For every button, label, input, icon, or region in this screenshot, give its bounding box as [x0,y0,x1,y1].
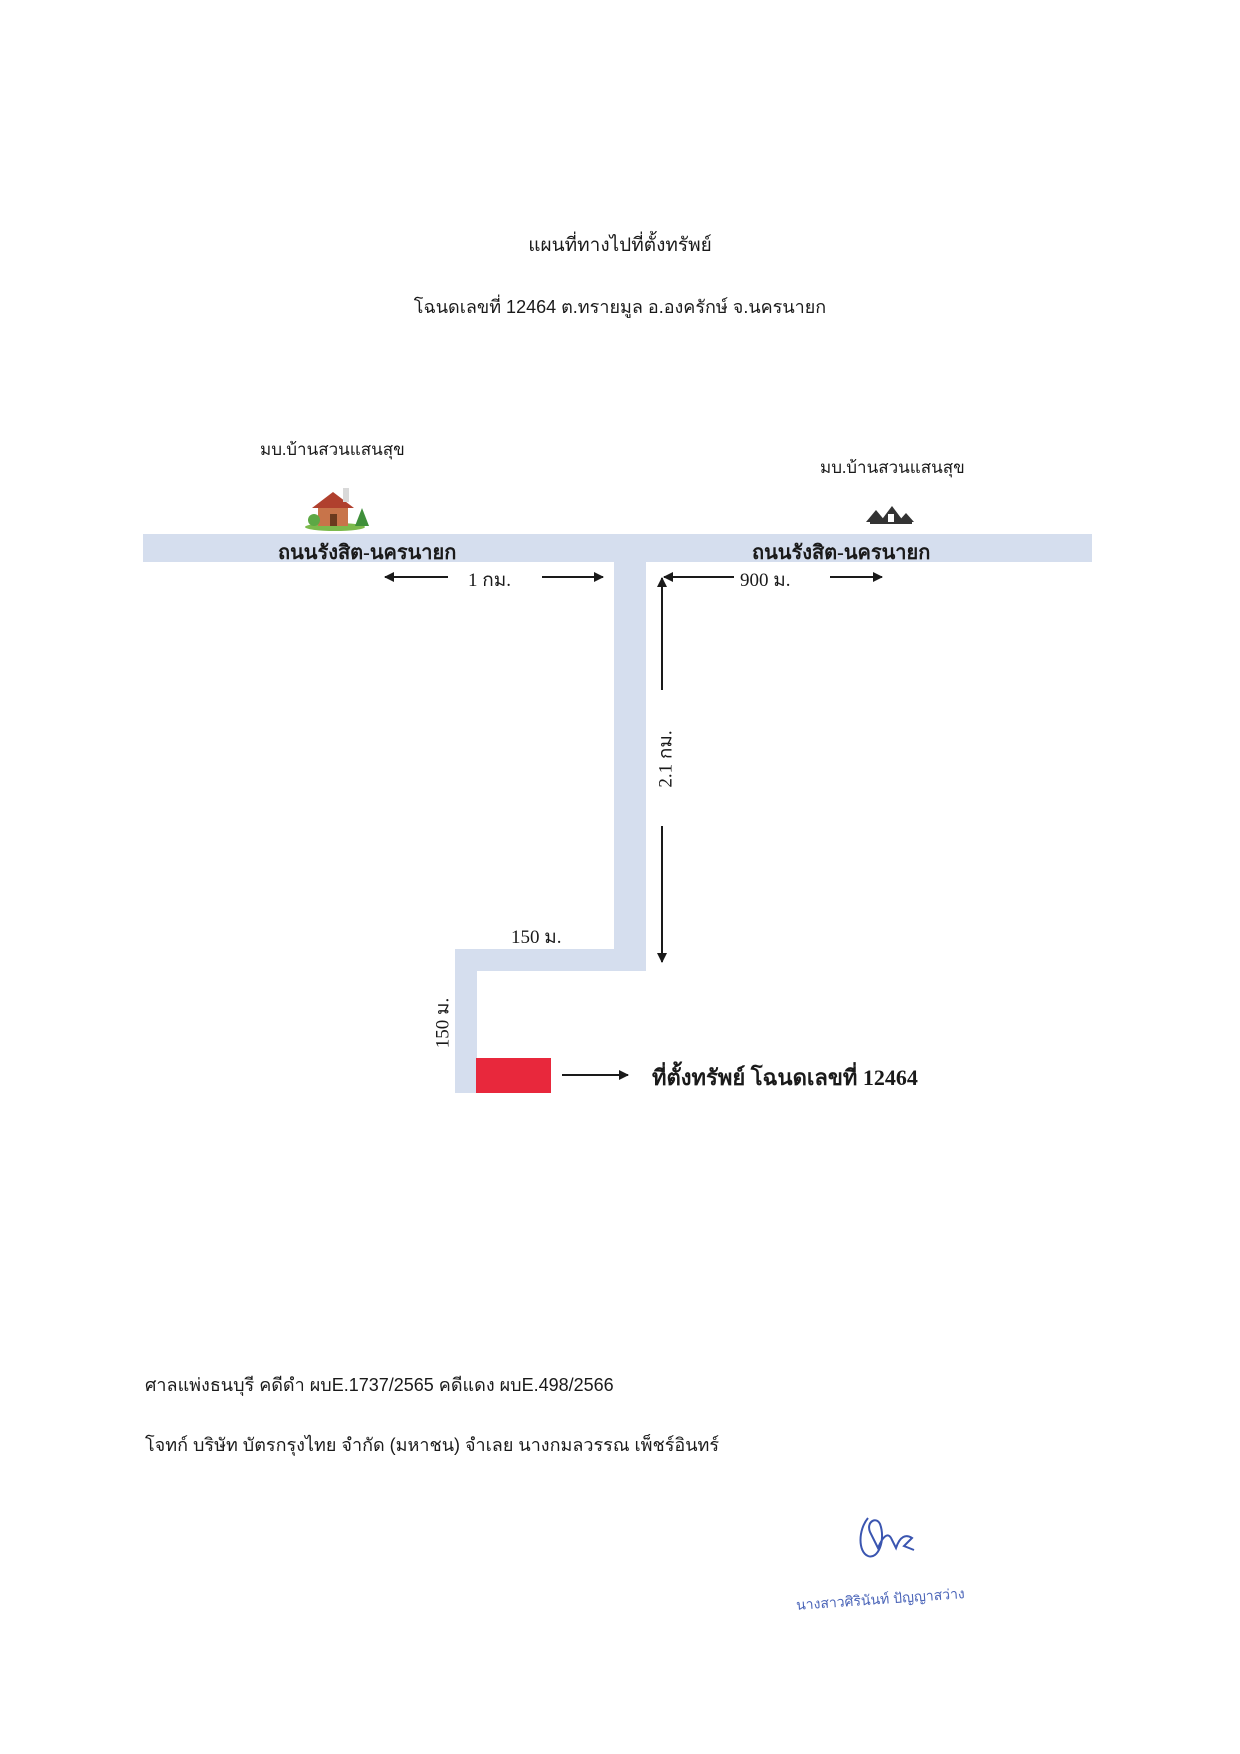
branch-road-vertical [455,949,477,1093]
village-label-left: มบ.บ้านสวนแสนสุข [260,440,405,459]
property-marker [476,1058,551,1093]
main-road [143,534,1092,562]
side-road [614,562,646,971]
court-case-line: ศาลแพ่งธนบุรี คดีดำ ผบE.1737/2565 คดีแดง… [145,1375,614,1395]
road-label-left: ถนนรังสิต-นครนายก [278,542,457,564]
branch-road-horizontal [455,949,646,971]
village-icon [866,506,914,524]
page-subtitle: โฉนดเลขที่ 12464 ต.ทรายมูล อ.องครักษ์ จ.… [413,297,827,317]
house-icon [305,488,369,531]
property-label: ที่ตั้งทรัพย์ โฉนดเลขที่ 12464 [652,1065,918,1090]
road-label-right: ถนนรังสิต-นครนายก [752,542,931,564]
page-title: แผนที่ทางไปที่ตั้งทรัพย์ [528,235,712,256]
distance-150m-horizontal: 150 ม. [511,927,562,948]
distance-1km: 1 กม. [468,570,512,591]
parties-line: โจทก์ บริษัท บัตรกรุงไทย จำกัด (มหาชน) จ… [145,1435,720,1455]
distance-900m: 900 ม. [740,570,791,591]
village-label-right: มบ.บ้านสวนแสนสุข [820,458,965,477]
